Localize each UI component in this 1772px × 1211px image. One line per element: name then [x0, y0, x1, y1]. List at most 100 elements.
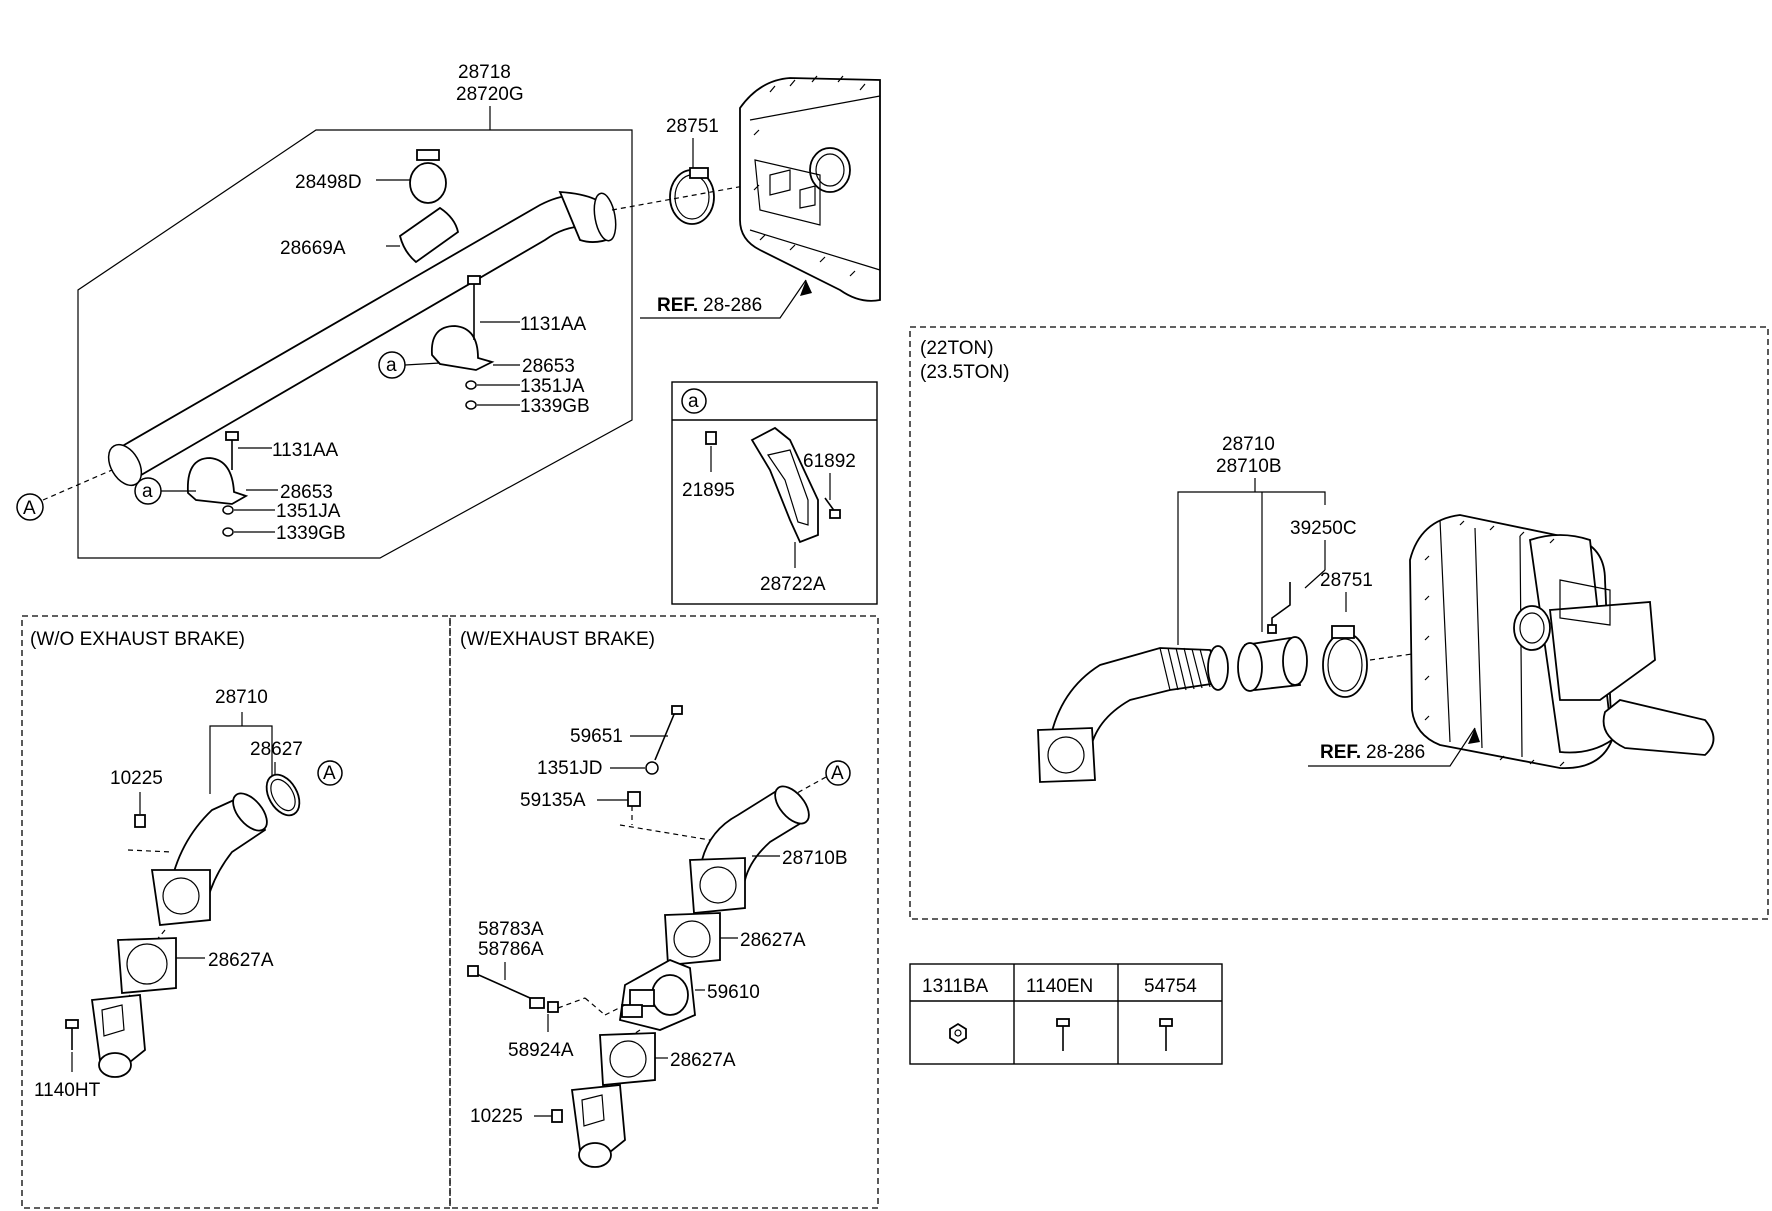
marker-a-lower-text: a	[142, 481, 153, 502]
spacer-59135a-icon	[627, 791, 641, 807]
gasket-28627a-w2-icon	[599, 1032, 656, 1086]
label-wo-1140ht: 1140HT	[34, 1080, 101, 1101]
label-ton-39250c: 39250C	[1290, 518, 1357, 539]
wo-exhaust-brake-box: (W/O EXHAUST BRAKE) 28710 28627 A 10225	[21, 615, 451, 1209]
muffler-top-icon	[739, 75, 881, 302]
ref-top: REF. 28-286	[640, 279, 812, 319]
label-28722a: 28722A	[760, 574, 826, 595]
bolt-icon	[1159, 1018, 1173, 1051]
label-wo-28627: 28627	[250, 739, 303, 760]
ref-top-num: 28-286	[703, 295, 762, 316]
label-w-10225: 10225	[470, 1106, 523, 1127]
detail-a-header: a	[688, 391, 699, 412]
hex-nut-icon	[949, 1022, 967, 1045]
wo-marker-A	[317, 760, 343, 786]
label-28653-lower: 28653	[280, 482, 333, 503]
pipe-39250c-icon	[1267, 582, 1291, 634]
label-wo-10225: 10225	[110, 768, 163, 789]
bolt-59651-icon	[654, 705, 683, 761]
nut-1351ja-lower-icon	[222, 505, 234, 515]
bolt-1131aa-upper-icon	[467, 275, 481, 340]
table-header-54754: 54754	[1144, 976, 1197, 997]
label-w-28710b: 28710B	[782, 848, 848, 869]
label-w-59135a: 59135A	[520, 790, 586, 811]
label-wo-28627a: 28627A	[208, 950, 274, 971]
label-1351ja-upper: 1351JA	[520, 376, 585, 397]
wo-marker-A-text: A	[323, 763, 336, 784]
label-28751-top: 28751	[666, 116, 719, 137]
w-marker-A-text: A	[831, 763, 844, 784]
bracket-28722a-icon	[750, 426, 819, 544]
washer-1351jd-icon	[645, 761, 659, 775]
flex-pipe-28710-icon	[1037, 645, 1229, 783]
coupler-28710b-icon	[1237, 636, 1308, 692]
label-w-58924a: 58924A	[508, 1040, 574, 1061]
muffler-right-icon	[1409, 514, 1715, 769]
washer-1339gb-lower-icon	[222, 527, 234, 537]
bolt-61892-icon	[824, 497, 841, 519]
label-ton-28751: 28751	[1320, 570, 1373, 591]
label-28718: 28718	[458, 62, 511, 83]
label-wo-28710: 28710	[215, 687, 268, 708]
gasket-28627a-icon	[117, 937, 177, 994]
exhaust-pipe-icon	[107, 191, 617, 487]
main-pipe-group: 28718 28720G 28498D 28669A	[16, 62, 633, 559]
label-w-59610: 59610	[707, 982, 760, 1003]
wo-title: (W/O EXHAUST BRAKE)	[30, 629, 245, 650]
elbow-pipe-28710b-icon	[700, 785, 810, 882]
label-w-58786a: 58786A	[478, 939, 544, 960]
bracket-28653-upper-icon	[431, 325, 495, 371]
gasket-28627a-w1-icon	[664, 912, 721, 966]
bolt-1131aa-lower-icon	[225, 431, 239, 470]
clamp-28751-top-group: 28751	[611, 116, 833, 225]
label-1351ja-lower: 1351JA	[276, 501, 341, 522]
marker-A-main-text: A	[23, 498, 36, 519]
ton-title-2: (23.5TON)	[920, 362, 1009, 383]
bolt-1140ht-icon	[65, 1019, 79, 1050]
label-61892: 61892	[803, 451, 856, 472]
label-w-1351jd: 1351JD	[537, 758, 603, 779]
v-band-clamp-icon	[669, 167, 715, 225]
bolt-icon	[1056, 1018, 1070, 1051]
detail-a-box: a 21895 61892 28722A	[671, 381, 878, 605]
bolt-10225-w-icon	[551, 1109, 563, 1123]
label-w-28627a-1: 28627A	[740, 930, 806, 951]
clamp-28498d-icon	[409, 149, 447, 204]
label-28653-upper: 28653	[522, 356, 575, 377]
label-1339gb-lower: 1339GB	[276, 523, 346, 544]
label-ton-28710b: 28710B	[1216, 456, 1282, 477]
label-1131aa-upper: 1131AA	[520, 314, 587, 335]
sensor-hose-icon	[467, 965, 559, 1013]
flange-icon	[150, 869, 211, 926]
label-w-58783a: 58783A	[478, 919, 544, 940]
ref-right: REF. 28-286	[1308, 727, 1480, 767]
label-1339gb-upper: 1339GB	[520, 396, 590, 417]
gasket-28627-icon	[265, 773, 301, 817]
ton-box: (22TON) (23.5TON) 28710 28710B 39250C 28…	[909, 326, 1769, 920]
v-band-clamp-right-icon	[1322, 625, 1368, 698]
label-28669a: 28669A	[280, 238, 346, 259]
ton-title-1: (22TON)	[920, 338, 994, 359]
w-exhaust-brake-box: (W/EXHAUST BRAKE) 59651 1351JD 59135A A …	[449, 615, 879, 1209]
detail-a-marker	[681, 388, 707, 414]
flange-w-icon	[689, 857, 746, 914]
exhaust-brake-housing-w-icon	[570, 1084, 626, 1168]
label-w-28627a-2: 28627A	[670, 1050, 736, 1071]
label-28720g: 28720G	[456, 84, 524, 105]
table-header-1311ba: 1311BA	[922, 976, 989, 997]
marker-a-upper-text: a	[386, 355, 397, 376]
label-w-59651: 59651	[570, 726, 623, 747]
ref-top-bold: REF.	[657, 295, 698, 316]
label-21895: 21895	[682, 480, 735, 501]
table-header-1140en: 1140EN	[1026, 976, 1093, 997]
nut-1351ja-upper-icon	[465, 380, 477, 390]
label-1131aa-lower: 1131AA	[272, 440, 339, 461]
ref-right-bold: REF.	[1320, 742, 1361, 763]
w-marker-A	[825, 760, 851, 786]
bolt-10225-icon	[134, 814, 146, 828]
w-title: (W/EXHAUST BRAKE)	[460, 629, 655, 650]
label-28498d: 28498D	[295, 172, 362, 193]
marker-A-main	[16, 493, 44, 521]
bracket-28653-lower-icon	[187, 457, 249, 505]
